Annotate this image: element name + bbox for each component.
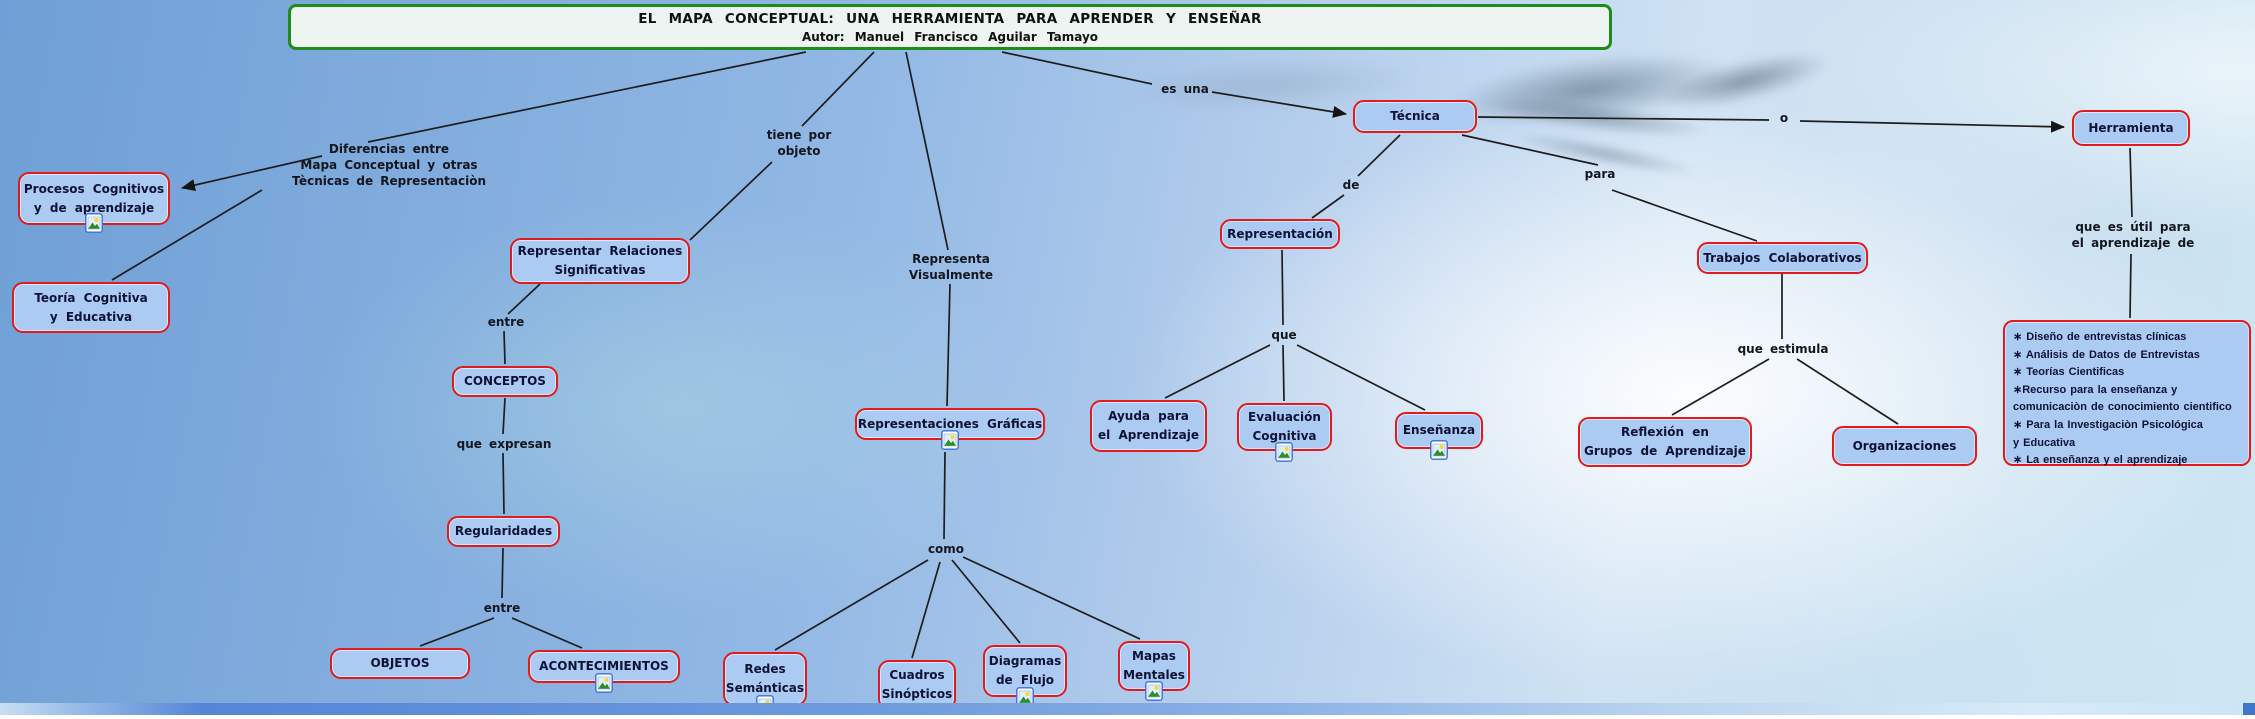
node-trabajos-colaborativos[interactable]: Trabajos Colaborativos bbox=[1697, 242, 1868, 274]
link-que-es-util[interactable]: que es útil para el aprendizaje de bbox=[2071, 220, 2195, 251]
resource-icon[interactable] bbox=[941, 430, 959, 450]
node-label: Diagramas de Flujo bbox=[988, 654, 1062, 687]
node-label: Representaciones Gráficas bbox=[857, 416, 1043, 431]
node-label: Organizaciones bbox=[1852, 438, 1957, 453]
link-representa-visualmente[interactable]: Representa Visualmente bbox=[908, 252, 994, 283]
node-label: Representación bbox=[1227, 226, 1333, 241]
node-label: CONCEPTOS bbox=[464, 374, 546, 389]
node-label: OBJETOS bbox=[370, 656, 430, 671]
node-organizaciones[interactable]: Organizaciones bbox=[1832, 426, 1977, 466]
node-label: ACONTECIMIENTOS bbox=[539, 659, 669, 674]
title-node[interactable]: EL MAPA CONCEPTUAL: UNA HERRAMIENTA PARA… bbox=[288, 4, 1612, 50]
node-teoria-cognitiva[interactable]: Teoría Cognitiva y Educativa bbox=[12, 282, 170, 333]
node-label: Evaluación Cognitiva bbox=[1248, 410, 1321, 443]
list-item: ∗Recurso para la enseñanza y comunicaciò… bbox=[2013, 383, 2232, 414]
link-tiene-por-objeto[interactable]: tiene por objeto bbox=[766, 128, 832, 159]
resource-icon[interactable] bbox=[85, 213, 103, 233]
link-es-una[interactable]: es una bbox=[1161, 82, 1209, 96]
node-objetos[interactable]: OBJETOS bbox=[330, 648, 470, 679]
node-label: Técnica bbox=[1390, 109, 1440, 124]
node-ayuda-aprendizaje[interactable]: Ayuda para el Aprendizaje bbox=[1090, 400, 1207, 452]
resource-icon[interactable] bbox=[1275, 442, 1293, 462]
resource-icon[interactable] bbox=[595, 673, 613, 693]
node-label: Reflexión en Grupos de Aprendizaje bbox=[1584, 425, 1746, 458]
list-item: ∗ La enseñanza y el aprendizaje bbox=[2013, 454, 2188, 467]
bottom-edge-bar bbox=[0, 703, 2255, 715]
link-que-expresan[interactable]: que expresan bbox=[456, 437, 552, 451]
link-o[interactable]: o bbox=[1779, 111, 1789, 125]
node-label: Enseñanza bbox=[1402, 423, 1476, 438]
node-regularidades[interactable]: Regularidades bbox=[447, 516, 560, 547]
node-label: Representar Relaciones Significativas bbox=[517, 244, 683, 277]
link-como[interactable]: como bbox=[927, 542, 965, 556]
link-entre-1[interactable]: entre bbox=[487, 315, 525, 329]
node-representacion[interactable]: Representación bbox=[1220, 219, 1340, 249]
link-entre-2[interactable]: entre bbox=[483, 601, 521, 615]
node-label: Procesos Cognitivos y de aprendizaje bbox=[23, 181, 165, 215]
list-item: ∗ Teorías Cientificas bbox=[2013, 366, 2125, 379]
node-usos-herramienta-list[interactable]: ∗ Diseño de entrevistas clínicas ∗ Análi… bbox=[2003, 320, 2251, 466]
link-que[interactable]: que bbox=[1271, 328, 1297, 342]
map-author: Autor: Manuel Francisco Aguilar Tamayo bbox=[801, 29, 1099, 44]
bottom-corner-square bbox=[2243, 703, 2255, 715]
list-item: ∗ Para la Investigaciòn Psicológica y Ed… bbox=[2013, 418, 2203, 449]
resource-icon[interactable] bbox=[1430, 440, 1448, 460]
node-label: Redes Semánticas bbox=[725, 662, 805, 695]
map-title: EL MAPA CONCEPTUAL: UNA HERRAMIENTA PARA… bbox=[638, 10, 1262, 27]
node-conceptos[interactable]: CONCEPTOS bbox=[452, 366, 558, 397]
node-reflexion-grupos[interactable]: Reflexión en Grupos de Aprendizaje bbox=[1578, 417, 1752, 467]
node-cuadros-sinopticos[interactable]: Cuadros Sinópticos bbox=[878, 660, 956, 710]
list-item: ∗ Análisis de Datos de Entrevistas bbox=[2013, 348, 2200, 361]
node-tecnica[interactable]: Técnica bbox=[1353, 100, 1477, 133]
node-label: Teoría Cognitiva y Educativa bbox=[34, 290, 148, 324]
node-label: Mapas Mentales bbox=[1123, 649, 1185, 682]
link-que-estimula[interactable]: que estimula bbox=[1737, 342, 1829, 356]
link-diferencias[interactable]: Diferencias entre Mapa Conceptual y otra… bbox=[292, 142, 486, 189]
node-label: Trabajos Colaborativos bbox=[1703, 250, 1862, 265]
node-label: Herramienta bbox=[2088, 120, 2174, 135]
link-de[interactable]: de bbox=[1342, 178, 1360, 192]
node-representar-relaciones[interactable]: Representar Relaciones Significativas bbox=[510, 238, 690, 284]
node-label: Ayuda para el Aprendizaje bbox=[1098, 409, 1199, 442]
node-procesos-cognitivos[interactable]: Procesos Cognitivos y de aprendizaje bbox=[18, 172, 170, 225]
list-item: ∗ Diseño de entrevistas clínicas bbox=[2013, 331, 2187, 343]
node-label: Cuadros Sinópticos bbox=[881, 668, 953, 701]
link-para[interactable]: para bbox=[1584, 167, 1616, 181]
resource-icon[interactable] bbox=[1145, 681, 1163, 701]
node-redes-semanticas[interactable]: Redes Semánticas bbox=[723, 652, 807, 706]
node-herramienta[interactable]: Herramienta bbox=[2072, 110, 2190, 146]
node-label: Regularidades bbox=[454, 524, 553, 539]
